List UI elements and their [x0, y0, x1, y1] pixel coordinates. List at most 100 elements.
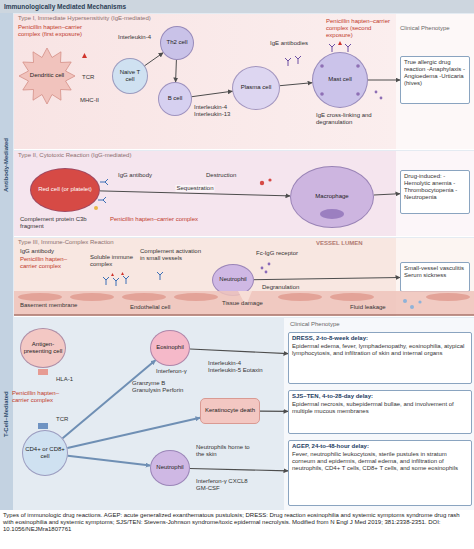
- cell-label: Eosinophil: [156, 344, 184, 351]
- mechanism-band: Antibody-Mediated Type I, Immediate Hyper…: [0, 13, 474, 318]
- annotation-label: Soluble immune complex: [90, 254, 134, 268]
- annotation-label: IgG antibody: [118, 172, 168, 179]
- phenotype-text: Drug-induced: -Hemolytic anemia -Thrombo…: [404, 173, 466, 201]
- annotation-label: Fc-IgG receptor: [256, 250, 300, 257]
- cell-circle: Plasma cell: [232, 66, 280, 110]
- annotation-label: Tissue damage: [222, 300, 272, 307]
- panel-heading: Type III, Immune-Complex Reaction: [18, 239, 114, 246]
- annotation-label: Endothelial cell: [130, 304, 190, 311]
- annotation-label: Degranulation: [262, 284, 306, 291]
- cell-box: Keratinocyte death: [200, 398, 260, 424]
- cell-circle: Neutrophil: [150, 450, 190, 486]
- annotation-label: TCR: [82, 74, 110, 81]
- phenotype-box: SJS–TEN, 4-to-28-day delay:Epidermal nec…: [288, 390, 472, 434]
- annotation-label: IgG antibody: [20, 248, 70, 255]
- cell-label: Dendritic cell: [30, 72, 64, 79]
- cell-circle: Antigen-presenting cell: [20, 328, 66, 368]
- cell-label: Antigen-presenting cell: [23, 341, 63, 355]
- connector-arrow: [63, 360, 156, 438]
- cell-circle: Neutrophil: [212, 264, 254, 296]
- annotation-label: Penicillin hapten–carrier complex: [110, 216, 200, 223]
- connector-arrow: [145, 53, 163, 66]
- dendritic-cell: Dendritic cell: [18, 46, 76, 106]
- mechanism-panel: Type II, Cytotoxic Reaction (IgG-mediate…: [14, 151, 474, 237]
- dendritic-body: [19, 48, 75, 104]
- cell-label: Neutrophil: [219, 276, 246, 283]
- cell-label: Macrophage: [315, 193, 348, 200]
- cell-circle: Mast cell: [312, 52, 368, 108]
- band-label: T-Cell–Mediated: [0, 318, 13, 510]
- phenotype-heading: SJS–TEN, 4-to-28-day delay:: [292, 393, 468, 400]
- connector-arrow: [67, 418, 200, 448]
- connector-arrow: [260, 411, 288, 412]
- annotation-label: Basement membrane: [20, 302, 80, 309]
- annotation-label: Penicillin hapten–carrier complex: [20, 256, 84, 270]
- cell-label: Neutrophil: [156, 464, 183, 471]
- cell-circle: Naive T cell: [112, 58, 148, 94]
- connector-arrow: [190, 469, 288, 471]
- annotation-label: IgE antibodies: [270, 40, 314, 47]
- annotation-label: Penicillin hapten–carrier complex: [12, 390, 68, 404]
- annotation-label: Complement activation in small vessels: [140, 248, 204, 262]
- annotation-label: Neutrophils home to the skin: [196, 444, 252, 458]
- mechanism-panel: Type I, Immediate Hypersensitivity (IgE-…: [14, 14, 474, 150]
- annotation-label: Clinical Phenotype: [290, 321, 370, 328]
- cell-label: Keratinocyte death: [205, 407, 255, 414]
- annotation-label: Granzyme B Granulysin Perforin: [132, 380, 186, 394]
- phenotype-box: DRESS, 2-to-8-week delay:Epidermal edema…: [288, 332, 472, 384]
- panel-heading: Type II, Cytotoxic Reaction (IgG-mediate…: [18, 152, 131, 159]
- connector-arrow: [190, 349, 288, 354]
- phenotype-box: Small-vessel vasculitis Serum sickness: [400, 262, 470, 292]
- annotation-label: Interleukin-4 Interleukin-5 Eotaxin: [208, 360, 264, 374]
- connector-arrow: [175, 60, 177, 82]
- connector-arrow: [254, 278, 400, 280]
- phenotype-text: Small-vessel vasculitis Serum sickness: [404, 265, 466, 279]
- connector-arrow: [368, 80, 400, 81]
- phenotype-box: True allergic drug reaction -Anaphylaxis…: [400, 56, 470, 104]
- phenotype-text: True allergic drug reaction -Anaphylaxis…: [404, 59, 466, 87]
- cell-circle: CD4+ or CD8+ cell: [22, 430, 68, 476]
- annotation-label: HLA-1: [56, 376, 86, 383]
- connector-arrow: [192, 91, 233, 97]
- annotation-label: Interferon-γ CXCL8 GM-CSF: [196, 478, 252, 492]
- annotation-label: Clinical Phenotype: [400, 25, 470, 32]
- cell-label: Red cell (or platelet): [38, 186, 92, 193]
- annotation-label: VESSEL LUMEN: [316, 240, 376, 247]
- connector-arrow: [280, 83, 312, 86]
- cell-label: Plasma cell: [241, 84, 272, 91]
- annotation-label: Penicillin hapten–carrier complex (secon…: [326, 18, 396, 39]
- cell-circle: Red cell (or platelet): [30, 168, 100, 212]
- phenotype-box: Drug-induced: -Hemolytic anemia -Thrombo…: [400, 170, 470, 214]
- annotation-label: IgE cross-linking and degranulation: [316, 112, 396, 126]
- cell-circle: Eosinophil: [150, 330, 190, 366]
- phenotype-box: AGEP, 24-to-48-hour delay:Fever, neutrop…: [288, 440, 472, 506]
- cell-label: Mast cell: [328, 76, 352, 83]
- cell-circle: Macrophage: [290, 166, 374, 228]
- panel-heading: Type I, Immediate Hypersensitivity (IgE-…: [18, 15, 151, 22]
- annotation-label: Interferon-γ: [156, 368, 196, 375]
- edge-label: Sequestration: [175, 185, 214, 192]
- cell-circle: B cell: [158, 82, 192, 116]
- phenotype-heading: DRESS, 2-to-8-week delay:: [292, 335, 468, 342]
- connector-arrow: [374, 194, 400, 195]
- cell-label: B cell: [168, 95, 183, 102]
- phenotype-text: Epidermal necrosis, subepidermal bullae,…: [292, 401, 468, 415]
- phenotype-heading: AGEP, 24-to-48-hour delay:: [292, 443, 468, 450]
- annotation-label: Complement protein C3b fragment: [20, 216, 104, 230]
- connector-arrow: [68, 456, 150, 466]
- phenotype-text: Epidermal edema, fever, lymphadenopathy,…: [292, 343, 468, 357]
- annotation-label: Interleukin-4: [118, 34, 158, 41]
- cell-label: Naive T cell: [115, 69, 145, 83]
- annotation-label: TCR: [56, 416, 80, 423]
- cell-label: CD4+ or CD8+ cell: [25, 446, 65, 460]
- annotation-label: Penicillin hapten–carrier complex (first…: [18, 24, 106, 38]
- title-bar: Immunologically Mediated Mechanisms: [0, 0, 474, 13]
- annotation-label: Destruction: [206, 172, 256, 179]
- band-label: Antibody-Mediated: [0, 13, 13, 318]
- annotation-label: Interleukin-4 Interleukin-13: [194, 104, 238, 118]
- phenotype-text: Fever, neutrophilic leukocytosis, steril…: [292, 451, 468, 472]
- annotation-label: Fluid leakage: [350, 304, 400, 311]
- annotation-label: MHC-II: [80, 97, 110, 104]
